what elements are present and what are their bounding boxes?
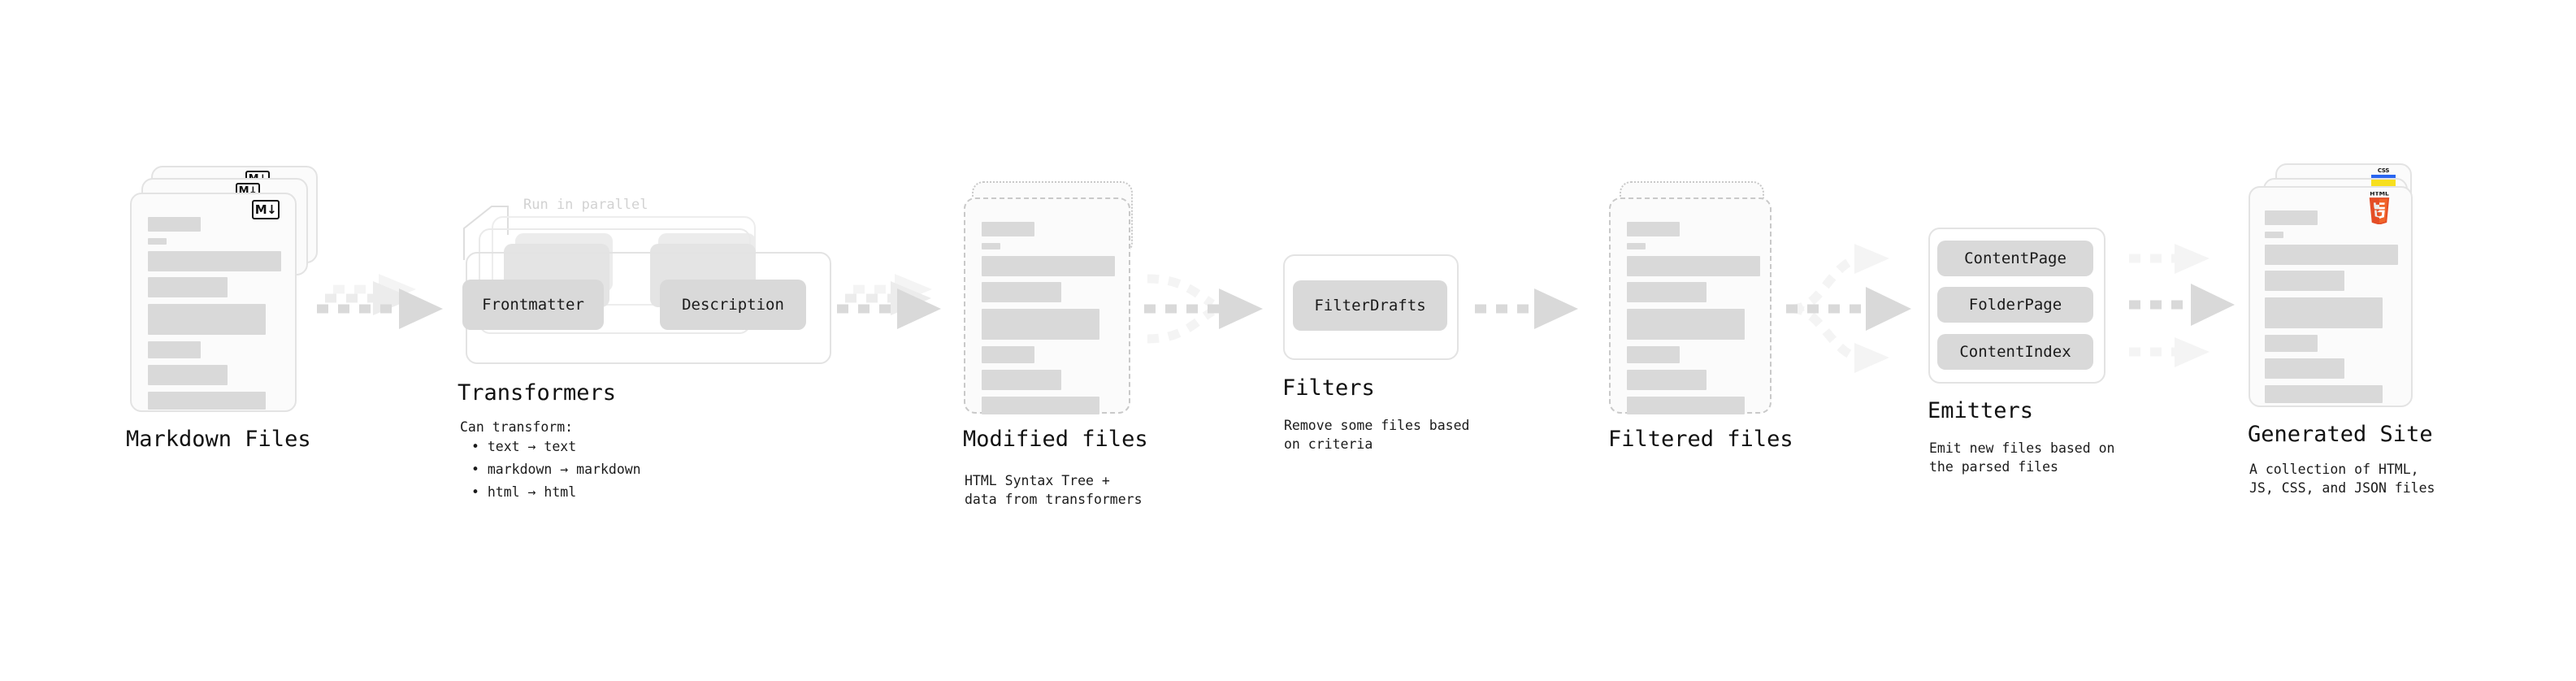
css-badge: CSS [2371,167,2396,180]
stage-subtitle-generated-site: A collection of HTML, JS, CSS, and JSON … [2249,462,2435,496]
doc-bar [2265,297,2383,328]
transformer-pill-description[interactable]: Description [660,280,806,330]
run-in-parallel-note: Run in parallel [523,197,648,213]
markdown-card-front [130,193,297,412]
doc-bar [2265,232,2283,238]
emitters-pill-folderpage[interactable]: FolderPage [1937,287,2093,323]
transformer-pill-frontmatter[interactable]: Frontmatter [462,280,604,330]
html5-badge: HTML [2366,190,2393,225]
doc-bar [982,222,1034,236]
doc-bar [1627,282,1706,302]
bullet-text: markdown → markdown [487,462,641,477]
stage-subtitle-emitters: Emit new files based on the parsed files [1929,440,2115,475]
doc-bar [2265,358,2344,379]
transformers-bullet-0: • text → text [471,439,577,454]
css-badge-label: CSS [2377,167,2390,174]
stage-title-transformers: Transformers [458,380,617,406]
doc-bar [982,256,1115,276]
doc-bar [148,341,201,358]
stage-subtitle-filters: Remove some files based on criteria [1284,418,1470,452]
doc-bar [982,243,1000,249]
svg-text:HTML: HTML [2370,192,2389,197]
bullet-text: html → html [487,484,577,500]
filters-container [1283,254,1459,360]
markdown-badge-front: M↓ [252,200,280,219]
connector-md-to-transformers [317,274,443,329]
transformers-bullet-1: • markdown → markdown [471,462,641,477]
doc-bar [1627,346,1680,363]
doc-bar [148,238,167,245]
doc-bar [148,217,201,232]
doc-bar [1627,243,1646,249]
doc-bar [148,365,228,385]
doc-bar [2265,245,2398,265]
stage-subtitle-modified-files: HTML Syntax Tree + data from transformer… [965,473,1143,507]
doc-bar [148,304,266,335]
connector-filtered-to-emitters [1786,244,1911,373]
modified-card-front [964,197,1130,414]
doc-bar [982,309,1099,340]
doc-bar [1627,222,1680,236]
transformers-bullet-2: • html → html [471,484,577,500]
stage-title-modified-files: Modified files [963,427,1148,452]
stage-title-filtered-files: Filtered files [1608,427,1793,452]
doc-bar [982,397,1099,414]
stage-title-filters: Filters [1282,375,1375,401]
emitters-pill-contentpage[interactable]: ContentPage [1937,241,2093,276]
emitters-pill-contentindex[interactable]: ContentIndex [1937,334,2093,370]
doc-bar [148,392,266,410]
css-badge-rule [2371,175,2396,178]
doc-bar [982,370,1061,390]
bullet-text: text → text [487,439,577,454]
doc-bar [2265,271,2344,291]
doc-bar [2265,210,2318,225]
doc-bar [148,251,281,271]
doc-bar [1627,256,1760,276]
connector-emitters-to-site [2129,244,2235,367]
emitters-container [1928,228,2105,384]
filters-pill-filterdrafts[interactable]: FilterDrafts [1293,280,1447,331]
doc-bar [148,277,228,297]
connector-filters-to-filtered [1475,288,1578,329]
doc-bar [1627,397,1745,414]
stage-title-emitters: Emitters [1928,398,2034,423]
connector-modified-to-filters [1144,274,1263,344]
stage-title-generated-site: Generated Site [2248,422,2433,447]
doc-bar [982,282,1061,302]
doc-bar [982,346,1034,363]
filtered-card-front [1609,197,1772,414]
doc-bar [2265,335,2318,352]
doc-bar [1627,370,1706,390]
doc-bar [2265,385,2383,403]
stage-subtitle-transformers: Can transform: [460,419,574,435]
connector-transformers-to-modified [837,274,941,329]
stage-title-markdown-files: Markdown Files [126,427,311,452]
doc-bar [1627,309,1745,340]
